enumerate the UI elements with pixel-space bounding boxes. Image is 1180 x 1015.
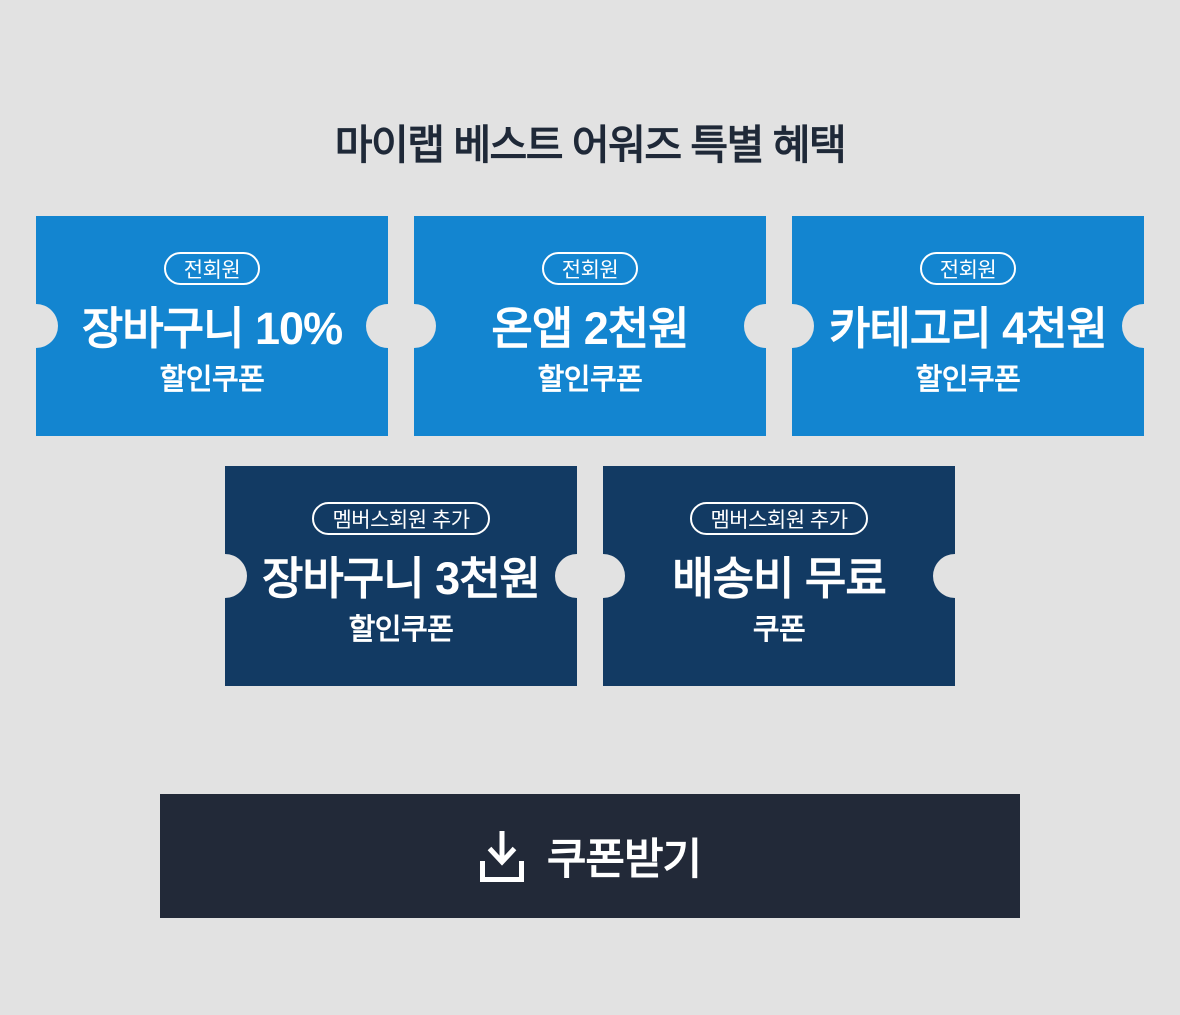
coupon-cart-3000won-discount: 멤버스회원 추가 장바구니 3천원 할인쿠폰 bbox=[203, 466, 599, 686]
member-tier-badge: 멤버스회원 추가 bbox=[312, 502, 490, 535]
coupon-onapp-2000won-discount: 전회원 온앱 2천원 할인쿠폰 bbox=[392, 216, 788, 436]
coupon-subtitle: 쿠폰 bbox=[752, 614, 806, 646]
coupon-subtitle: 할인쿠폰 bbox=[159, 364, 265, 396]
coupon-title: 카테고리 4천원 bbox=[829, 303, 1108, 354]
coupon-row-members-extra: 멤버스회원 추가 장바구니 3천원 할인쿠폰 멤버스회원 추가 배송비 무료 쿠… bbox=[0, 466, 1180, 686]
coupon-notch-right bbox=[1122, 304, 1166, 348]
coupon-title: 장바구니 10% bbox=[81, 303, 343, 354]
coupon-notch-left bbox=[392, 304, 436, 348]
coupon-subtitle: 할인쿠폰 bbox=[915, 364, 1021, 396]
member-tier-badge: 전회원 bbox=[541, 252, 639, 285]
member-tier-badge: 전회원 bbox=[919, 252, 1017, 285]
coupon-notch-left bbox=[203, 554, 247, 598]
coupon-row-all-members: 전회원 장바구니 10% 할인쿠폰 전회원 온앱 2천원 할인쿠폰 전회원 카테… bbox=[0, 216, 1180, 436]
coupon-subtitle: 할인쿠폰 bbox=[537, 364, 643, 396]
get-coupons-button-label: 쿠폰받기 bbox=[546, 836, 702, 884]
coupon-free-shipping: 멤버스회원 추가 배송비 무료 쿠폰 bbox=[581, 466, 977, 686]
coupon-notch-left bbox=[581, 554, 625, 598]
coupon-cart-10-percent-discount: 전회원 장바구니 10% 할인쿠폰 bbox=[14, 216, 410, 436]
member-tier-badge: 멤버스회원 추가 bbox=[690, 502, 868, 535]
page-title: 마이랩 베스트 어워즈 특별 혜택 bbox=[334, 122, 847, 168]
coupon-subtitle: 할인쿠폰 bbox=[348, 614, 454, 646]
coupon-title: 온앱 2천원 bbox=[491, 303, 689, 354]
download-icon bbox=[479, 829, 525, 883]
get-coupons-button[interactable]: 쿠폰받기 bbox=[160, 794, 1020, 918]
coupon-notch-right bbox=[933, 554, 977, 598]
coupon-category-4000won-discount: 전회원 카테고리 4천원 할인쿠폰 bbox=[770, 216, 1166, 436]
coupon-title: 배송비 무료 bbox=[672, 553, 887, 604]
coupon-title: 장바구니 3천원 bbox=[262, 553, 541, 604]
coupon-notch-left bbox=[770, 304, 814, 348]
member-tier-badge: 전회원 bbox=[163, 252, 261, 285]
coupon-notch-left bbox=[14, 304, 58, 348]
